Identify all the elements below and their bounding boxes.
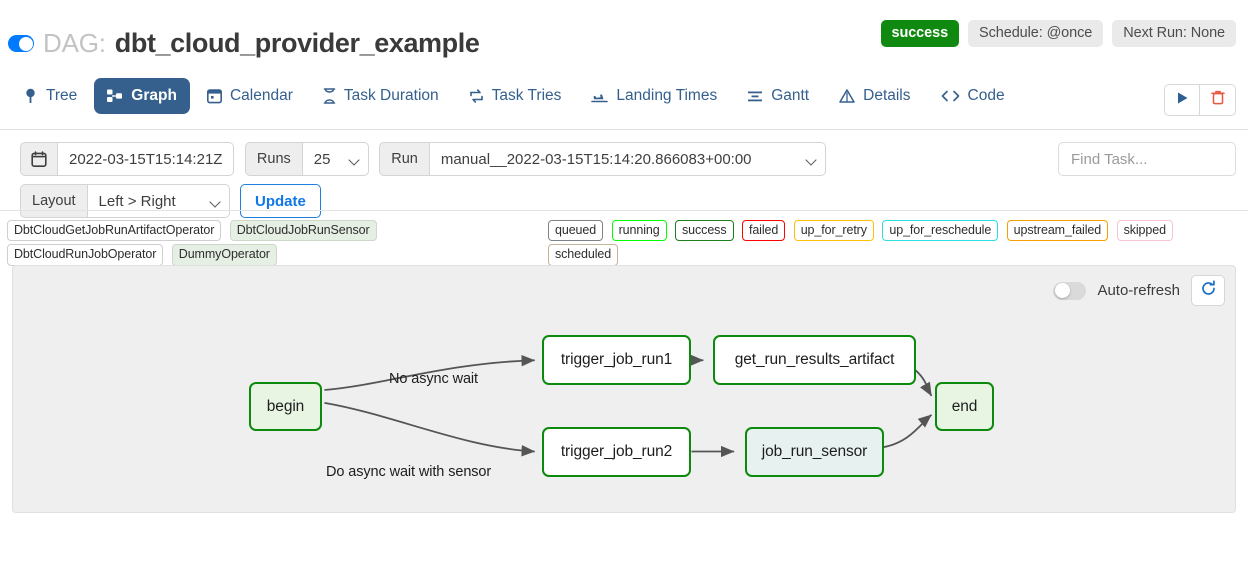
- trigger-dag-button[interactable]: [1164, 84, 1200, 116]
- tab-gantt[interactable]: Gantt: [734, 78, 822, 114]
- dag-name: dbt_cloud_provider_example: [114, 28, 480, 58]
- status-chip-running[interactable]: running: [611, 220, 667, 242]
- status-chip-upstream-failed[interactable]: upstream_failed: [1006, 220, 1109, 242]
- node-label: job_run_sensor: [761, 443, 868, 460]
- tab-code[interactable]: Code: [928, 78, 1018, 114]
- graph-node-trigger-job-run1[interactable]: trigger_job_run1: [542, 335, 691, 385]
- tab-label: Details: [863, 87, 911, 104]
- run-label: Run: [379, 142, 430, 176]
- auto-refresh-label: Auto-refresh: [1097, 282, 1180, 299]
- tab-details[interactable]: Details: [826, 78, 923, 114]
- node-label: end: [951, 397, 978, 415]
- schedule-badge[interactable]: Schedule: @once: [968, 20, 1104, 47]
- landing-icon: [591, 88, 609, 104]
- operator-chip[interactable]: DbtCloudJobRunSensor: [229, 220, 377, 242]
- edge-label-do-async-wait-with-sensor: Do async wait with sensor: [326, 464, 492, 480]
- header-badges: success Schedule: @once Next Run: None: [880, 20, 1236, 47]
- tab-calendar[interactable]: Calendar: [194, 78, 306, 114]
- tab-landing-times[interactable]: Landing Times: [578, 78, 730, 114]
- layout-label: Layout: [20, 184, 88, 218]
- operator-chip[interactable]: DbtCloudGetJobRunArtifactOperator: [7, 220, 222, 242]
- status-badge: success: [880, 20, 960, 47]
- execution-date-group: 2022-03-15T15:14:21Z: [20, 142, 235, 176]
- operator-chip[interactable]: DummyOperator: [171, 244, 277, 266]
- status-chip-skipped[interactable]: skipped: [1116, 220, 1173, 242]
- tab-task-duration[interactable]: Task Duration: [310, 78, 452, 114]
- layout-group: Layout Left > Right: [20, 184, 230, 218]
- auto-refresh-toggle[interactable]: [1053, 281, 1087, 300]
- code-brackets-icon: [941, 88, 960, 104]
- page-title: DAG: dbt_cloud_provider_example: [8, 28, 480, 59]
- calendar-icon: [206, 88, 222, 104]
- next-run-badge: Next Run: None: [1112, 20, 1236, 47]
- tab-label: Task Duration: [343, 87, 439, 104]
- tab-tree[interactable]: Tree: [10, 78, 90, 114]
- graph-edges: [324, 354, 933, 458]
- runs-group: Runs 25: [244, 142, 369, 176]
- warning-triangle-icon: [839, 88, 855, 104]
- dag-header: DAG: dbt_cloud_provider_example success …: [0, 0, 1248, 72]
- tab-label: Gantt: [771, 87, 810, 104]
- tab-label: Landing Times: [616, 87, 718, 104]
- tab-label: Graph: [131, 87, 177, 104]
- graph-toolbar: Auto-refresh: [1053, 275, 1225, 306]
- graph-canvas[interactable]: Auto-refresh begin: [12, 265, 1236, 513]
- graph-node-begin[interactable]: begin: [249, 382, 322, 431]
- run-group: Run manual__2022-03-15T15:14:20.866083+0…: [379, 142, 826, 176]
- refresh-button[interactable]: [1191, 275, 1225, 306]
- graph-icon: [107, 88, 123, 104]
- dag-label: DAG:: [43, 28, 106, 58]
- runs-select[interactable]: 25: [302, 142, 369, 176]
- execution-date-input[interactable]: 2022-03-15T15:14:21Z: [58, 142, 235, 176]
- tab-task-tries[interactable]: Task Tries: [456, 78, 575, 114]
- status-chip-failed[interactable]: failed: [741, 220, 786, 242]
- graph-node-trigger-job-run2[interactable]: trigger_job_run2: [542, 427, 691, 477]
- operator-legend: DbtCloudGetJobRunArtifactOperator DbtClo…: [7, 220, 537, 269]
- calendar-icon: [20, 142, 58, 176]
- delete-dag-button[interactable]: [1200, 84, 1236, 116]
- tab-label: Task Tries: [491, 87, 562, 104]
- filter-bar: 2022-03-15T15:14:21Z Runs 25 Run manual_…: [0, 130, 1248, 218]
- node-label: trigger_job_run1: [560, 351, 673, 368]
- refresh-icon: [1200, 279, 1217, 302]
- runs-label: Runs: [244, 142, 303, 176]
- view-tabs: Tree Graph Calendar Task Duration Task T…: [0, 72, 1248, 130]
- node-label: get_run_results_artifact: [734, 351, 895, 368]
- status-chip-up-for-reschedule[interactable]: up_for_reschedule: [882, 220, 999, 242]
- hourglass-icon: [323, 88, 336, 104]
- legend-bar: DbtCloudGetJobRunArtifactOperator DbtClo…: [0, 210, 1248, 291]
- status-chip-up-for-retry[interactable]: up_for_retry: [793, 220, 874, 242]
- tab-label: Calendar: [229, 87, 293, 104]
- tab-label: Tree: [46, 87, 78, 104]
- dag-paused-toggle[interactable]: [8, 35, 34, 52]
- graph-node-end[interactable]: end: [935, 382, 994, 431]
- tree-icon: [23, 88, 38, 104]
- find-task-input[interactable]: Find Task...: [1058, 142, 1236, 176]
- status-chip-queued[interactable]: queued: [548, 220, 604, 242]
- graph-node-get-run-results-artifact[interactable]: get_run_results_artifact: [713, 335, 916, 385]
- gantt-icon: [747, 88, 763, 104]
- run-select[interactable]: manual__2022-03-15T15:14:20.866083+00:00: [429, 142, 826, 176]
- graph-node-job-run-sensor[interactable]: job_run_sensor: [745, 427, 884, 477]
- node-label: trigger_job_run2: [560, 443, 673, 460]
- play-icon: [1176, 91, 1189, 110]
- update-button[interactable]: Update: [240, 184, 321, 218]
- tab-graph[interactable]: Graph: [94, 78, 190, 114]
- status-chip-success[interactable]: success: [675, 220, 734, 242]
- edge-label-no-async-wait: No async wait: [389, 371, 478, 387]
- retry-icon: [469, 88, 484, 104]
- status-legend: queued running success failed up_for_ret…: [548, 220, 1244, 293]
- status-chip-scheduled[interactable]: scheduled: [548, 244, 619, 266]
- operator-chip[interactable]: DbtCloudRunJobOperator: [7, 244, 164, 266]
- tab-label: Code: [967, 87, 1005, 104]
- node-label: begin: [266, 397, 305, 415]
- trash-icon: [1210, 90, 1225, 110]
- layout-select[interactable]: Left > Right: [87, 184, 230, 218]
